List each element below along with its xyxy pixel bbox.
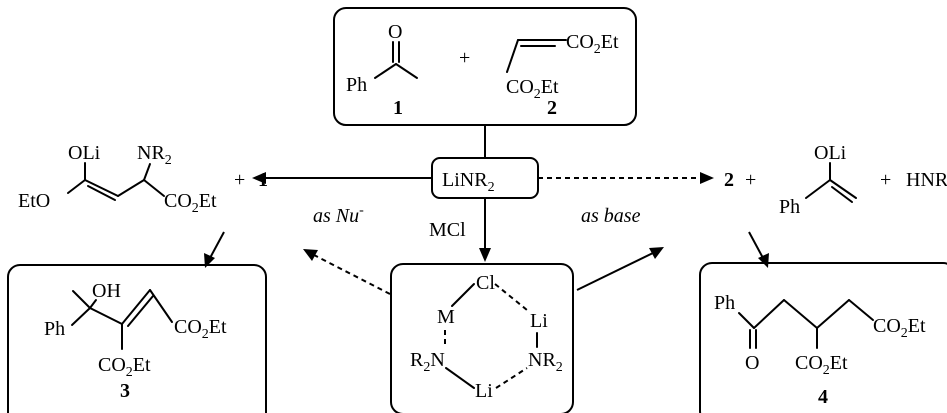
complex-to-base-head <box>649 247 664 259</box>
compound-3-label: 3 <box>120 380 130 402</box>
adduct-plus: + <box>234 169 245 191</box>
compound-4-label: 4 <box>818 386 828 408</box>
product-3-cc-double <box>127 295 154 327</box>
enolate-plus-2: + <box>880 169 891 191</box>
maleate-bond-left <box>506 39 519 73</box>
complex-to-base-arrow <box>576 251 656 291</box>
as-base-label: as base <box>581 205 641 227</box>
mcl-label: MCl <box>429 219 466 241</box>
base-arrow-head <box>700 172 714 184</box>
adduct-eto: EtO <box>18 190 50 212</box>
product-3-co2et-bottom: CO2Et <box>98 354 151 380</box>
product-4-ph: Ph <box>714 292 735 314</box>
product-4-ch2-bond <box>753 299 785 329</box>
base-label: LiNR2 <box>442 169 495 195</box>
product-4-ester-right-bond <box>848 299 874 321</box>
ketone-bond-ph <box>374 63 397 79</box>
adduct-oli: OLi <box>68 142 101 164</box>
adduct-n-bond <box>143 163 151 181</box>
product-3-c-bond <box>89 307 123 325</box>
product-3-box <box>7 264 267 413</box>
complex-n-li-bond <box>445 367 475 389</box>
enolate-plus-1: + <box>745 169 756 191</box>
complex-li-n-dashed <box>495 367 528 389</box>
enolate-hnr2: HNR2 <box>906 169 947 195</box>
product-4-co2et-right: CO2Et <box>873 315 926 341</box>
complex-m-cl-bond <box>451 283 475 307</box>
as-nu-label: as Nu- <box>313 203 364 227</box>
nu-arrow-head <box>252 172 266 184</box>
enolate-cc-bond <box>829 179 857 199</box>
ketone-ph-label: Ph <box>346 74 367 96</box>
adduct-ch2-bond <box>117 179 145 197</box>
complex-li-bottom: Li <box>475 380 493 402</box>
adduct-ester-bond <box>143 179 165 197</box>
reactants-box <box>333 7 637 126</box>
complex-li-right: Li <box>530 310 548 332</box>
adduct-nr2: NR2 <box>137 142 172 168</box>
product-4-ph-bond <box>738 312 755 329</box>
enolate-ph-bond <box>805 179 831 199</box>
product-3-ester-bond <box>149 289 173 323</box>
complex-cl-li-bond <box>494 283 528 311</box>
product-3-ph: Ph <box>44 318 65 340</box>
maleate-ester-top: CO2Et <box>566 31 619 57</box>
compound-1-label: 1 <box>393 97 403 119</box>
complex-nr2: NR2 <box>528 349 563 375</box>
adduct-co2et: CO2Et <box>164 190 217 216</box>
enolate-cc-double <box>831 186 853 203</box>
mcl-arrow-head <box>479 248 491 262</box>
product-3-ph-bond <box>71 307 91 326</box>
product-4-co2et-bottom: CO2Et <box>795 352 848 378</box>
to-product-4-head <box>758 253 769 268</box>
reactants-plus: + <box>459 47 470 69</box>
to-product-3-arrow <box>209 231 225 259</box>
product-4-ch2b-bond <box>816 299 850 329</box>
product-4-ch-bond <box>783 299 818 329</box>
complex-r2n: R2N <box>410 349 445 375</box>
product-3-oh-bond <box>89 299 97 309</box>
ketone-bond-me <box>395 63 418 79</box>
enolate-oli: OLi <box>814 142 847 164</box>
enolate-compound-2: 2 <box>724 169 734 191</box>
product-4-box <box>699 262 947 413</box>
adduct-eto-bond <box>67 179 86 194</box>
ketone-oxygen: O <box>388 21 402 43</box>
to-product-4-arrow <box>748 231 764 259</box>
enolate-ph: Ph <box>779 196 800 218</box>
adduct-cc-bond <box>84 179 119 197</box>
complex-cl: Cl <box>476 272 495 294</box>
adduct-compound-1: 1 <box>258 169 268 191</box>
complex-to-nu-head <box>303 249 318 261</box>
complex-to-nu-dashed <box>311 253 391 295</box>
complex-box <box>390 263 574 413</box>
complex-m: M <box>437 306 455 328</box>
maleate-ester-bottom: CO2Et <box>506 76 559 102</box>
product-3-oh: OH <box>92 280 121 302</box>
adduct-cc-double <box>87 185 116 201</box>
compound-2-label: 2 <box>547 97 557 119</box>
product-3-cc-bond <box>121 289 151 325</box>
product-4-o: O <box>745 352 759 374</box>
product-3-co2et-right: CO2Et <box>174 316 227 342</box>
product-3-methyl <box>72 290 91 309</box>
